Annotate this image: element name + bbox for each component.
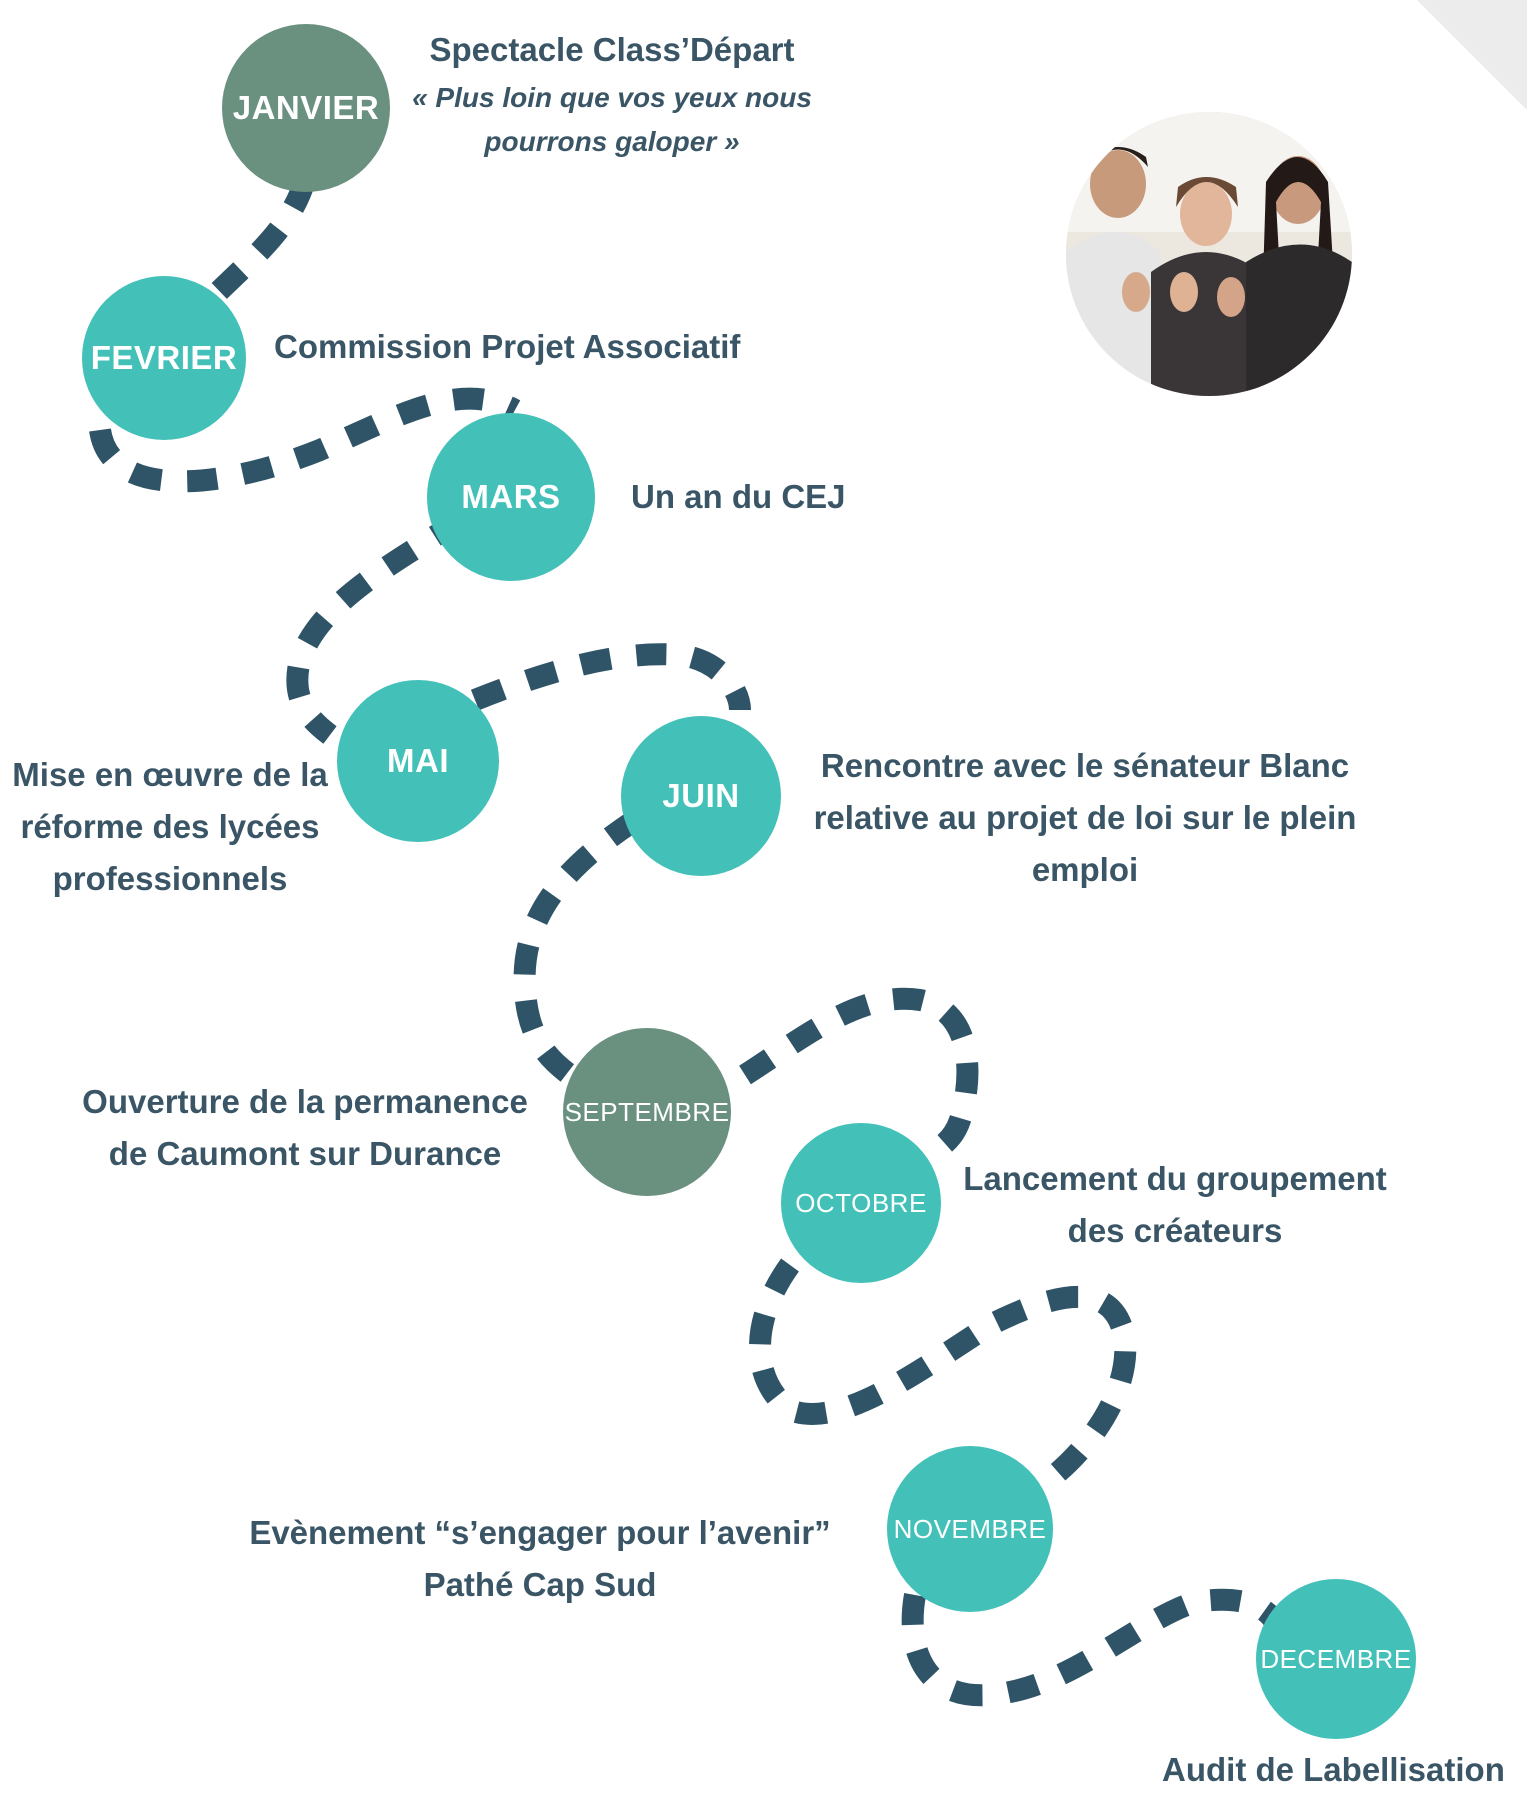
path-segment-mars-mai (286, 510, 467, 744)
event-janvier: Spectacle Class’Départ « Plus loin que v… (412, 24, 812, 164)
month-circle-fevrier: FEVRIER (82, 276, 246, 440)
corner-decoration (1417, 0, 1527, 110)
event-mars: Un an du CEJ (631, 478, 846, 515)
event-septembre-line-2: de Caumont sur Durance (108, 1135, 502, 1172)
month-circle-juin: JUIN (621, 716, 781, 876)
event-mai: Mise en œuvre de la réforme des lycées p… (0, 749, 340, 905)
event-fevrier: Commission Projet Associatif (274, 328, 741, 365)
event-septembre-line-1: Ouverture de la permanence (82, 1083, 528, 1120)
path-segment-octobre-novembre (749, 1258, 1137, 1500)
event-novembre-line-1: Evènement “s’engager pour l’avenir” (249, 1514, 831, 1551)
month-label-octobre: OCTOBRE (795, 1187, 927, 1218)
event-septembre: Ouverture de la permanence de Caumont su… (60, 1076, 550, 1180)
month-label-juin: JUIN (662, 777, 740, 814)
month-circle-decembre: DECEMBRE (1256, 1579, 1416, 1739)
event-novembre: Evènement “s’engager pour l’avenir” Path… (230, 1507, 850, 1611)
event-juin: Rencontre avec le sénateur Blanc relativ… (790, 740, 1380, 896)
path-segment-novembre-decembre (901, 1588, 1285, 1707)
event-juin-line-2: relative au projet de loi sur le plein (813, 799, 1357, 836)
event-janvier-subtitle-line-2: pourrons galoper » (484, 126, 740, 157)
event-janvier-title: Spectacle Class’Départ (429, 31, 795, 68)
event-janvier-subtitle-line-1: « Plus loin que vos yeux nous (412, 82, 812, 113)
month-label-septembre: SEPTEMBRE (564, 1096, 730, 1127)
path-segment-janvier-fevrier (202, 176, 316, 308)
month-label-janvier: JANVIER (232, 89, 380, 126)
path-segment-juin-septembre (513, 810, 642, 1084)
month-label-fevrier: FEVRIER (90, 339, 238, 376)
group-photo-image (1066, 112, 1352, 396)
month-circle-septembre: SEPTEMBRE (563, 1028, 731, 1196)
event-octobre: Lancement du groupement des créateurs (945, 1153, 1405, 1257)
month-circle-mai: MAI (337, 680, 499, 842)
month-label-novembre: NOVEMBRE (893, 1513, 1047, 1544)
group-photo (1066, 112, 1352, 396)
event-juin-line-1: Rencontre avec le sénateur Blanc (820, 747, 1350, 784)
event-novembre-line-2: Pathé Cap Sud (423, 1566, 657, 1603)
path-segment-septembre-octobre (739, 987, 979, 1160)
event-mai-line-3: professionnels (52, 860, 288, 897)
month-circle-octobre: OCTOBRE (781, 1123, 941, 1283)
event-octobre-line-1: Lancement du groupement (963, 1160, 1387, 1197)
event-juin-line-3: emploi (1031, 851, 1139, 888)
event-mai-line-2: réforme des lycées (20, 808, 320, 845)
month-label-decembre: DECEMBRE (1260, 1643, 1412, 1674)
event-octobre-line-2: des créateurs (1067, 1212, 1283, 1249)
path-segment-fevrier-mars (89, 387, 521, 493)
month-label-mars: MARS (461, 478, 561, 515)
month-label-mai: MAI (387, 742, 449, 779)
event-decembre: Audit de Labellisation (1162, 1751, 1505, 1788)
event-mai-line-1: Mise en œuvre de la (12, 756, 328, 793)
path-segment-mai-juin (470, 643, 751, 711)
month-circle-janvier: JANVIER (222, 24, 390, 192)
month-circle-novembre: NOVEMBRE (887, 1446, 1053, 1612)
month-circle-mars: MARS (427, 413, 595, 581)
